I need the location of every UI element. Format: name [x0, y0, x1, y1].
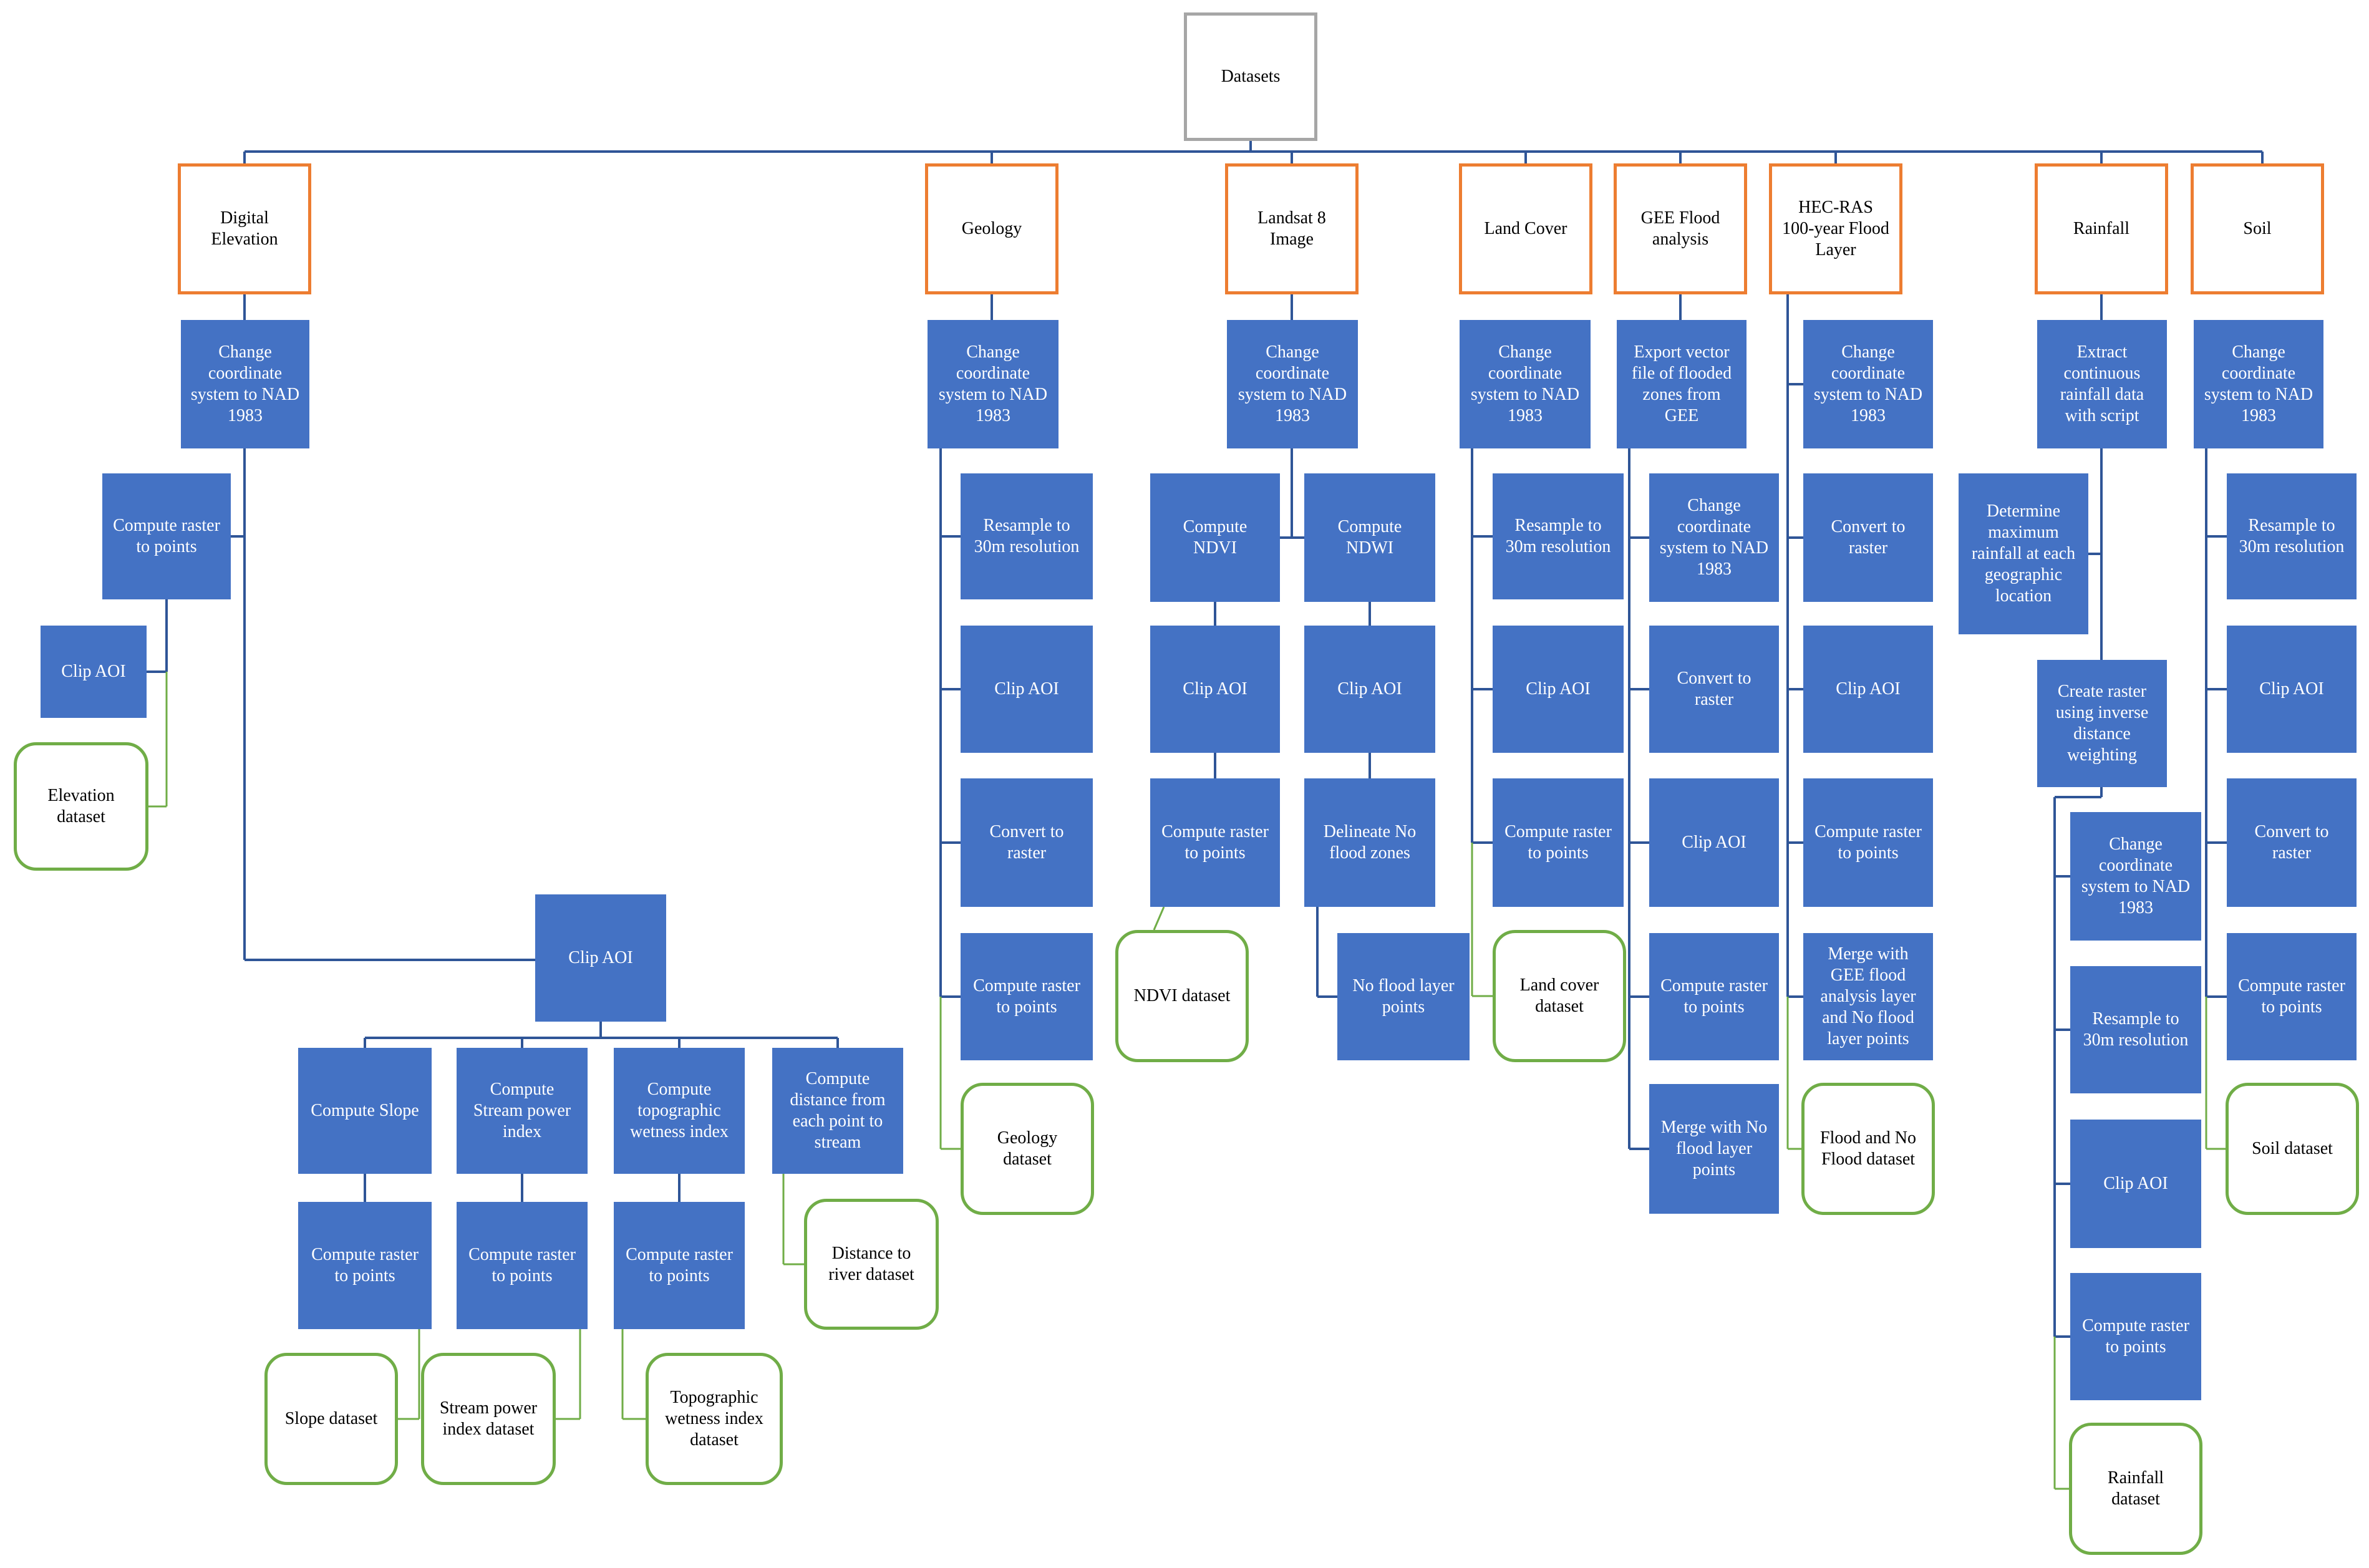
step-rainfall-resample-30m: Resample to 30m resolution	[2070, 966, 2201, 1093]
output-ndvi-dataset: NDVI dataset	[1115, 930, 1249, 1062]
output-stream-power-index-dataset: Stream power index dataset	[421, 1353, 556, 1485]
step-dem-compute-raster-to-points: Compute raster to points	[102, 473, 231, 599]
step-geology-compute-raster-to-points: Compute raster to points	[961, 933, 1093, 1060]
step-geology-clip-aoi: Clip AOI	[961, 626, 1093, 753]
category-land-cover: Land Cover	[1459, 163, 1592, 294]
step-terrain-clip-aoi: Clip AOI	[535, 894, 666, 1022]
step-dem-clip-aoi: Clip AOI	[41, 626, 147, 718]
category-rainfall: Rainfall	[2035, 163, 2168, 294]
output-rainfall-dataset: Rainfall dataset	[2069, 1423, 2202, 1555]
step-gee-change-coordinate-system: Change coordinate system to NAD 1983	[1649, 473, 1779, 602]
step-slope-compute-raster-to-points: Compute raster to points	[298, 1202, 432, 1329]
connector-line-48	[1153, 906, 1165, 931]
step-create-raster-idw: Create raster using inverse distance wei…	[2037, 660, 2167, 787]
step-landcover-resample-30m: Resample to 30m resolution	[1493, 473, 1624, 599]
step-hecras-compute-raster-to-points: Compute raster to points	[1803, 778, 1933, 907]
step-compute-distance-to-stream: Compute distance from each point to stre…	[772, 1048, 903, 1174]
step-rainfall-change-coordinate-system: Change coordinate system to NAD 1983	[2070, 812, 2201, 941]
step-compute-topographic-wetness-index: Compute topographic wetness index	[614, 1048, 745, 1174]
step-landcover-clip-aoi: Clip AOI	[1493, 626, 1624, 753]
output-soil-dataset: Soil dataset	[2226, 1083, 2359, 1215]
output-flood-and-no-flood-dataset: Flood and No Flood dataset	[1801, 1083, 1935, 1215]
step-soil-convert-to-raster: Convert to raster	[2227, 778, 2357, 907]
step-soil-compute-raster-to-points: Compute raster to points	[2227, 933, 2357, 1060]
step-hecras-convert-to-raster: Convert to raster	[1803, 473, 1933, 602]
output-topographic-wetness-index-dataset: Topographic wetness index dataset	[646, 1353, 783, 1485]
output-land-cover-dataset: Land cover dataset	[1493, 930, 1626, 1062]
step-hecras-change-coordinate-system: Change coordinate system to NAD 1983	[1803, 320, 1933, 448]
step-landcover-change-coordinate-system: Change coordinate system to NAD 1983	[1460, 320, 1591, 448]
step-compute-stream-power-index: Compute Stream power index	[457, 1048, 588, 1174]
output-distance-to-river-dataset: Distance to river dataset	[804, 1199, 939, 1330]
step-soil-clip-aoi: Clip AOI	[2227, 626, 2357, 753]
step-geology-convert-to-raster: Convert to raster	[961, 778, 1093, 907]
step-compute-ndvi: Compute NDVI	[1150, 473, 1280, 602]
step-gee-convert-to-raster: Convert to raster	[1649, 626, 1779, 753]
step-soil-change-coordinate-system: Change coordinate system to NAD 1983	[2194, 320, 2323, 448]
step-rainfall-clip-aoi: Clip AOI	[2070, 1120, 2201, 1248]
step-hecras-clip-aoi: Clip AOI	[1803, 626, 1933, 753]
step-hecras-merge-with-gee-and-no-flood: Merge with GEE flood analysis layer and …	[1803, 933, 1933, 1060]
category-hec-ras-flood-layer: HEC-RAS 100-year Flood Layer	[1769, 163, 1902, 294]
output-elevation-dataset: Elevation dataset	[14, 742, 148, 871]
step-extract-continuous-rainfall: Extract continuous rainfall data with sc…	[2037, 320, 2167, 448]
category-geology: Geology	[925, 163, 1059, 294]
step-ndvi-compute-raster-to-points: Compute raster to points	[1150, 778, 1280, 907]
step-compute-ndwi: Compute NDWI	[1304, 473, 1435, 602]
step-gee-merge-with-no-flood-points: Merge with No flood layer points	[1649, 1084, 1779, 1214]
step-twi-compute-raster-to-points: Compute raster to points	[614, 1202, 745, 1329]
step-ndvi-clip-aoi: Clip AOI	[1150, 626, 1280, 753]
step-compute-slope: Compute Slope	[298, 1048, 432, 1174]
step-gee-compute-raster-to-points: Compute raster to points	[1649, 933, 1779, 1060]
output-slope-dataset: Slope dataset	[264, 1353, 398, 1485]
output-geology-dataset: Geology dataset	[961, 1083, 1094, 1215]
step-geology-change-coordinate-system: Change coordinate system to NAD 1983	[928, 320, 1059, 448]
step-no-flood-layer-points: No flood layer points	[1337, 933, 1470, 1060]
step-landsat-change-coordinate-system: Change coordinate system to NAD 1983	[1227, 320, 1358, 448]
step-soil-resample-30m: Resample to 30m resolution	[2227, 473, 2357, 599]
category-soil: Soil	[2191, 163, 2324, 294]
category-digital-elevation: Digital Elevation	[178, 163, 311, 294]
step-gee-clip-aoi: Clip AOI	[1649, 778, 1779, 907]
step-landcover-compute-raster-to-points: Compute raster to points	[1493, 778, 1624, 907]
category-landsat-8-image: Landsat 8 Image	[1225, 163, 1359, 294]
category-gee-flood-analysis: GEE Flood analysis	[1614, 163, 1747, 294]
step-rainfall-compute-raster-to-points: Compute raster to points	[2070, 1273, 2201, 1400]
step-spi-compute-raster-to-points: Compute raster to points	[457, 1202, 588, 1329]
step-dem-change-coordinate-system: Change coordinate system to NAD 1983	[181, 320, 309, 448]
step-ndwi-clip-aoi: Clip AOI	[1304, 626, 1435, 753]
step-geology-resample-30m: Resample to 30m resolution	[961, 473, 1093, 599]
step-determine-maximum-rainfall: Determine maximum rainfall at each geogr…	[1959, 473, 2088, 634]
step-export-flooded-zones-from-gee: Export vector file of flooded zones from…	[1617, 320, 1746, 448]
root-node-datasets: Datasets	[1184, 12, 1317, 141]
step-delineate-no-flood-zones: Delineate No flood zones	[1304, 778, 1435, 907]
